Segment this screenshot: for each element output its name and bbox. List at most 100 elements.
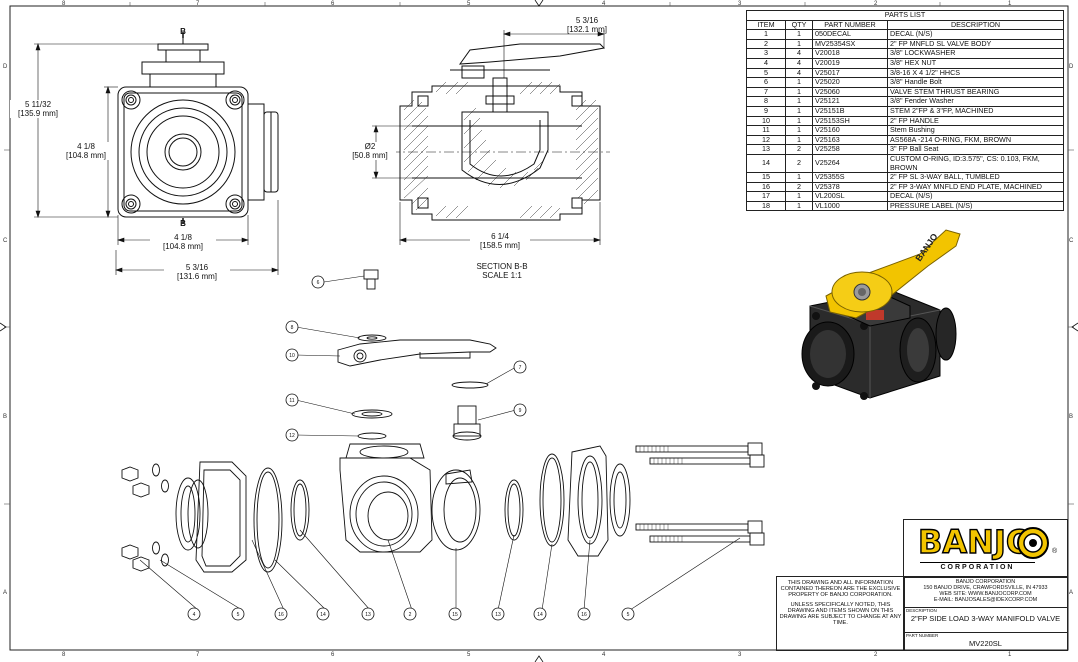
notice-change: UNLESS SPECIFICALLY NOTED, THIS DRAWING … bbox=[779, 601, 902, 627]
dim-body-length-in: 6 1/4 bbox=[491, 232, 509, 241]
item-balloon-number: 10 bbox=[289, 353, 295, 359]
zone-bottom-3: 3 bbox=[738, 652, 742, 658]
description-label: DESCRIPTION bbox=[906, 608, 937, 613]
dim-overall-height: 5 11/32 [135.9 mm] bbox=[10, 100, 66, 118]
parts-cell-qty: 2 bbox=[785, 144, 813, 155]
parts-cell-item: 13 bbox=[746, 144, 786, 155]
item-balloon-number: 14 bbox=[320, 612, 326, 618]
title-block-info: BANJO CORPORATION 150 BANJO DRIVE, CRAWF… bbox=[903, 576, 1068, 651]
parts-cell-item: 18 bbox=[746, 200, 786, 212]
item-balloon-number: 13 bbox=[495, 612, 501, 618]
banjo-logo-corporation: CORPORATION bbox=[920, 562, 1035, 571]
part-number-value: MV220SL bbox=[969, 639, 1002, 648]
parts-cell-item: 6 bbox=[746, 77, 786, 88]
parts-cell-part-number: V25355S bbox=[812, 172, 888, 183]
zone-right-d: D bbox=[1069, 64, 1074, 70]
section-title: SECTION B-B SCALE 1:1 bbox=[462, 262, 542, 280]
parts-cell-qty: 1 bbox=[785, 77, 813, 88]
parts-cell-description: 3/8" HEX NUT bbox=[887, 57, 1064, 69]
parts-cell-part-number: 050DECAL bbox=[812, 29, 888, 40]
parts-cell-qty: 1 bbox=[785, 29, 813, 40]
item-balloon-number: 14 bbox=[537, 612, 543, 618]
item-balloon bbox=[316, 607, 330, 621]
zone-bottom-5: 5 bbox=[467, 652, 471, 658]
company-address-block: BANJO CORPORATION 150 BANJO DRIVE, CRAWF… bbox=[904, 577, 1067, 603]
dim-inner-height-in: 4 1/8 bbox=[77, 142, 95, 151]
parts-cell-part-number: V25264 bbox=[812, 153, 888, 174]
zone-top-7: 7 bbox=[196, 1, 200, 7]
item-balloon-number: 6 bbox=[317, 280, 320, 286]
section-mark-top: B bbox=[180, 27, 186, 36]
item-balloon-number: 15 bbox=[452, 612, 458, 618]
parts-cell-item: 1 bbox=[746, 29, 786, 40]
item-balloon bbox=[311, 275, 325, 289]
company-address: 150 BANJO DRIVE, CRAWFORDSVILLE, IN 4793… bbox=[923, 585, 1048, 591]
item-balloon-number: 9 bbox=[519, 408, 522, 414]
item-balloon-number: 16 bbox=[278, 612, 284, 618]
zone-top-6: 6 bbox=[331, 1, 335, 7]
item-balloon bbox=[403, 607, 417, 621]
item-balloon bbox=[513, 403, 527, 417]
dim-handle-length-in: 5 3/16 bbox=[575, 16, 599, 25]
item-balloon bbox=[577, 607, 591, 621]
item-balloon-number: 13 bbox=[365, 612, 371, 618]
item-balloon bbox=[513, 360, 527, 374]
zone-top-8: 8 bbox=[62, 1, 66, 7]
parts-cell-item: 9 bbox=[746, 105, 786, 117]
parts-cell-qty: 1 bbox=[785, 172, 813, 183]
item-balloon bbox=[533, 607, 547, 621]
dim-body-length: 6 1/4 [158.5 mm] bbox=[470, 232, 530, 250]
item-balloon bbox=[361, 607, 375, 621]
parts-cell-description: Stem Bushing bbox=[887, 125, 1064, 136]
parts-cell-description: 2" FP SL 3-WAY BALL, TUMBLED bbox=[887, 172, 1064, 183]
parts-cell-part-number: V25151B bbox=[812, 105, 888, 117]
valve-3d-illustration: BANJO bbox=[801, 229, 961, 400]
item-balloon bbox=[285, 348, 299, 362]
zone-top-4: 4 bbox=[602, 1, 606, 7]
parts-cell-description: 3" FP Ball Seat bbox=[887, 144, 1064, 155]
parts-cell-qty: 1 bbox=[785, 125, 813, 136]
dim-handle-length-mm: [132.1 mm] bbox=[566, 25, 607, 34]
parts-cell-item: 8 bbox=[746, 96, 786, 107]
parts-cell-part-number: V25160 bbox=[812, 125, 888, 136]
dim-overall-width-in: 5 3/16 bbox=[185, 263, 209, 272]
parts-cell-item: 4 bbox=[746, 57, 786, 69]
dim-body-length-mm: [158.5 mm] bbox=[479, 241, 520, 250]
dim-bore-in: Ø2 bbox=[364, 142, 376, 151]
leader-lines bbox=[139, 275, 741, 611]
banjo-logo-reg-mark: ® bbox=[1052, 548, 1058, 555]
dim-overall-width: 5 3/16 [131.6 mm] bbox=[164, 263, 230, 281]
notice-property: THIS DRAWING AND ALL INFORMATION CONTAIN… bbox=[780, 580, 901, 599]
item-balloon bbox=[187, 607, 201, 621]
item-balloon bbox=[285, 393, 299, 407]
zone-right-c: C bbox=[1069, 238, 1074, 244]
zone-bottom-2: 2 bbox=[874, 652, 878, 658]
parts-cell-qty: 4 bbox=[785, 57, 813, 69]
item-balloon bbox=[285, 428, 299, 442]
parts-list-table: PARTS LIST ITEM QTY PART NUMBER DESCRIPT… bbox=[746, 10, 1064, 212]
dim-overall-height-mm: [135.9 mm] bbox=[17, 109, 58, 118]
item-balloon-number: 5 bbox=[237, 612, 240, 618]
parts-cell-description: 3/8" Handle Bolt bbox=[887, 77, 1064, 88]
item-balloon bbox=[274, 607, 288, 621]
parts-cell-description: CUSTOM O-RING, ID:3.575", CS: 0.103, FKM… bbox=[887, 153, 1064, 174]
dim-bore-mm: [50.8 mm] bbox=[352, 151, 388, 160]
item-balloon-number: 8 bbox=[291, 325, 294, 331]
zone-left-b: B bbox=[3, 414, 8, 420]
parts-cell-part-number: V25121 bbox=[812, 96, 888, 107]
parts-list-title: PARTS LIST bbox=[746, 10, 1064, 21]
description-value: 2"FP SIDE LOAD 3-WAY MANIFOLD VALVE bbox=[910, 614, 1061, 623]
item-balloon bbox=[621, 607, 635, 621]
dim-inner-width-mm: [104.8 mm] bbox=[162, 242, 203, 251]
dim-inner-height-mm: [104.8 mm] bbox=[65, 151, 106, 160]
section-mark-bottom: B bbox=[180, 219, 186, 228]
zone-bottom-6: 6 bbox=[331, 652, 335, 658]
parts-cell-part-number: V25020 bbox=[812, 77, 888, 88]
